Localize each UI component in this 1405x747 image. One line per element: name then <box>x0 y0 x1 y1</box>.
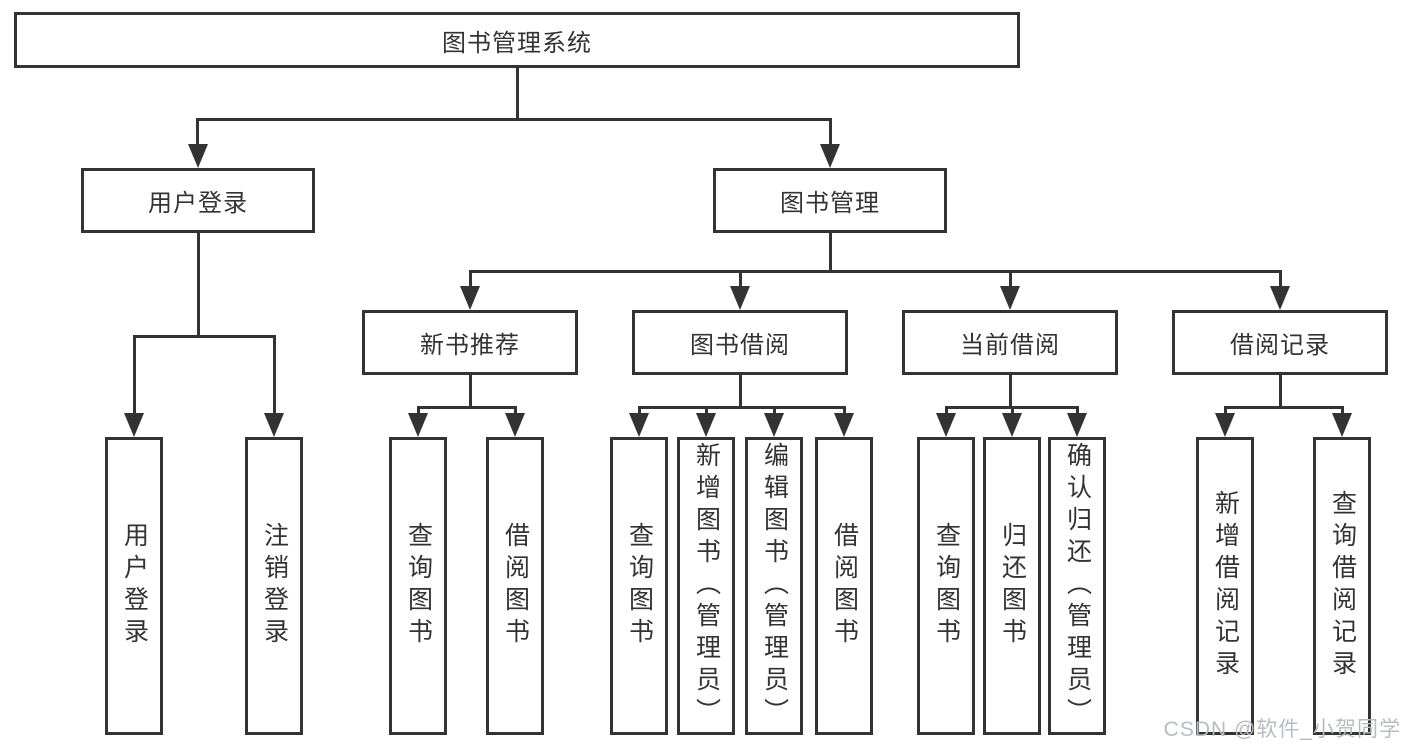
node-user-login: 用户登录 <box>81 168 315 233</box>
node-book-management: 图书管理 <box>713 168 947 233</box>
leaf-label: 注销登录 <box>260 522 289 650</box>
leaf-label: 查询借阅记录 <box>1328 490 1357 682</box>
leaf-query-books-recommend: 查询图书 <box>389 437 447 735</box>
leaf-label: 新增借阅记录 <box>1211 490 1240 682</box>
leaf-query-borrow-record: 查询借阅记录 <box>1313 437 1371 735</box>
arrowhead-down-icon <box>505 413 525 437</box>
leaf-label: 查询图书 <box>404 522 433 650</box>
connector-line <box>133 335 276 338</box>
node-label: 借阅记录 <box>1230 332 1330 359</box>
leaf-label: 查询图书 <box>625 522 654 650</box>
leaf-logout: 注销登录 <box>245 437 303 735</box>
connector-line <box>196 118 199 144</box>
arrowhead-down-icon <box>936 413 956 437</box>
node-library-management-system: 图书管理系统 <box>14 12 1020 68</box>
leaf-label: 确认归还（管理员） <box>1063 442 1092 730</box>
connector-line <box>638 406 641 413</box>
connector-line <box>514 406 517 413</box>
arrowhead-down-icon <box>1002 413 1022 437</box>
leaf-label: 归还图书 <box>998 522 1027 650</box>
arrowhead-down-icon <box>629 413 649 437</box>
node-label: 当前借阅 <box>960 332 1060 359</box>
connector-line <box>638 406 846 409</box>
leaf-label: 借阅图书 <box>830 522 859 650</box>
connector-line <box>773 406 776 413</box>
arrowhead-down-icon <box>696 413 716 437</box>
arrowhead-down-icon <box>1000 286 1020 310</box>
node-new-book-recommendation: 新书推荐 <box>362 310 578 375</box>
arrowhead-down-icon <box>820 144 840 168</box>
leaf-borrow-books-recommend: 借阅图书 <box>486 437 544 735</box>
connector-line <box>1076 406 1079 413</box>
arrowhead-down-icon <box>1215 413 1235 437</box>
leaf-add-books-admin: 新增图书（管理员） <box>677 437 735 735</box>
arrowhead-down-icon <box>264 413 284 437</box>
node-current-borrowing: 当前借阅 <box>902 310 1118 375</box>
connector-line <box>1009 270 1012 286</box>
arrowhead-down-icon <box>1270 286 1290 310</box>
connector-line <box>1279 270 1282 286</box>
connector-line <box>739 375 742 406</box>
arrowhead-down-icon <box>460 286 480 310</box>
connector-line <box>197 233 200 335</box>
arrowhead-down-icon <box>188 144 208 168</box>
leaf-confirm-return-admin: 确认归还（管理员） <box>1048 437 1106 735</box>
connector-line <box>196 118 832 121</box>
arrowhead-down-icon <box>1067 413 1087 437</box>
connector-line <box>469 375 472 406</box>
arrowhead-down-icon <box>730 286 750 310</box>
connector-line <box>1341 406 1344 413</box>
connector-line <box>273 335 276 413</box>
node-book-borrowing: 图书借阅 <box>632 310 848 375</box>
node-borrowing-records: 借阅记录 <box>1172 310 1388 375</box>
leaf-add-borrow-record: 新增借阅记录 <box>1196 437 1254 735</box>
leaf-edit-books-admin: 编辑图书（管理员） <box>745 437 803 735</box>
connector-line <box>843 406 846 413</box>
leaf-query-books-current: 查询图书 <box>917 437 975 735</box>
arrowhead-down-icon <box>408 413 428 437</box>
node-label: 图书管理 <box>780 190 880 217</box>
connector-line <box>516 68 519 118</box>
arrowhead-down-icon <box>124 413 144 437</box>
connector-line <box>469 270 1282 273</box>
leaf-label: 查询图书 <box>932 522 961 650</box>
connector-line <box>1224 406 1344 409</box>
leaf-return-books: 归还图书 <box>983 437 1041 735</box>
node-label: 用户登录 <box>148 190 248 217</box>
leaf-user-login: 用户登录 <box>105 437 163 735</box>
connector-line <box>1279 375 1282 406</box>
connector-line <box>133 335 136 413</box>
leaf-label: 借阅图书 <box>501 522 530 650</box>
connector-line <box>469 270 472 286</box>
leaf-label: 新增图书（管理员） <box>692 442 721 730</box>
connector-line <box>417 406 516 409</box>
leaf-query-books-borrow: 查询图书 <box>610 437 668 735</box>
arrowhead-down-icon <box>1332 413 1352 437</box>
connector-line <box>829 118 832 144</box>
node-label: 图书借阅 <box>690 332 790 359</box>
csdn-watermark: CSDN @软件_小贺同学 <box>1163 718 1401 741</box>
connector-line <box>705 406 708 413</box>
connector-line <box>1009 375 1012 406</box>
connector-line <box>417 406 420 413</box>
leaf-label: 编辑图书（管理员） <box>760 442 789 730</box>
connector-line <box>1011 406 1014 413</box>
arrowhead-down-icon <box>764 413 784 437</box>
connector-line <box>739 270 742 286</box>
node-label: 图书管理系统 <box>442 29 592 57</box>
leaf-label: 用户登录 <box>120 522 149 650</box>
arrowhead-down-icon <box>834 413 854 437</box>
leaf-borrow-books: 借阅图书 <box>815 437 873 735</box>
connector-line <box>829 233 832 270</box>
node-label: 新书推荐 <box>420 332 520 359</box>
connector-line <box>945 406 948 413</box>
connector-line <box>1224 406 1227 413</box>
